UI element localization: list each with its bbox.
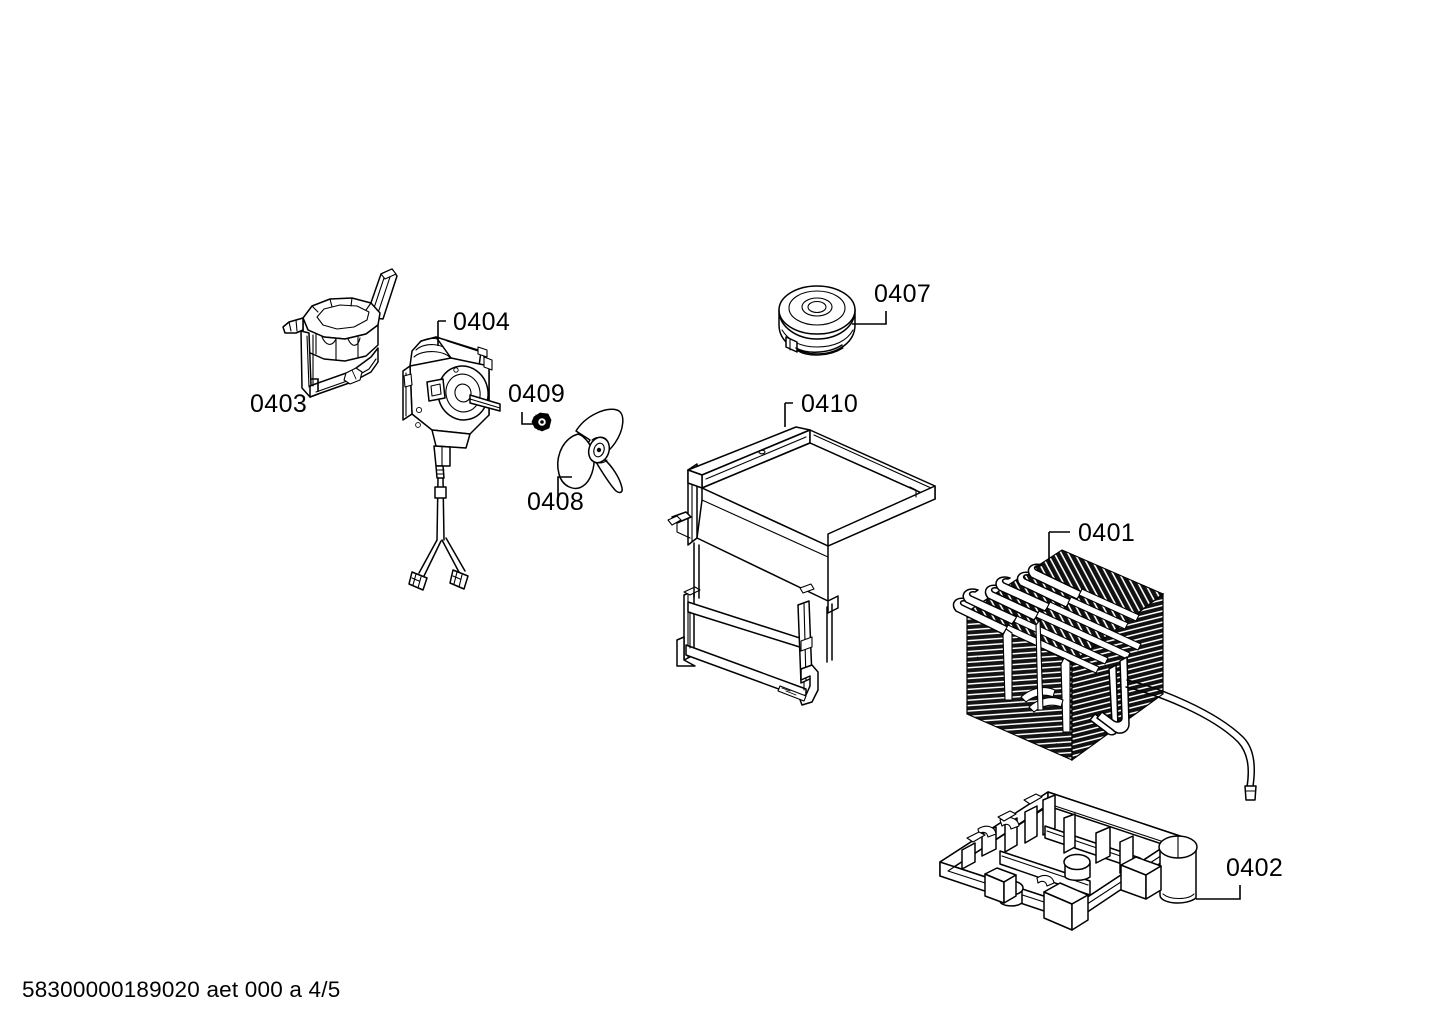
callout-0410-label: 0410 xyxy=(801,390,858,418)
callout-0401-leader xyxy=(1048,531,1070,566)
callout-0403-leader xyxy=(310,378,319,392)
part-0408-evaporator-fan-blade xyxy=(557,408,624,494)
callout-layer: 0403 0404 0409 0408 0407 0410 0401 0402 xyxy=(250,280,1283,900)
part-0410-evaporator-drip-tray xyxy=(667,426,936,706)
callout-0408-label: 0408 xyxy=(527,488,584,516)
callout-0409: 0409 xyxy=(508,380,565,425)
part-0403-fan-motor-mounting-bracket xyxy=(282,268,398,398)
callout-0407-label: 0407 xyxy=(874,280,931,308)
part-0402-base-drip-pan xyxy=(939,791,1198,931)
document-footer-code: 58300000189020 aet 000 a 4/5 xyxy=(22,977,341,1002)
callout-0403: 0403 xyxy=(250,378,319,418)
callout-0402-leader xyxy=(1196,885,1241,900)
callout-0403-label: 0403 xyxy=(250,390,307,418)
callout-0404-label: 0404 xyxy=(453,308,510,336)
part-0404-evaporator-fan-motor xyxy=(402,336,501,591)
callout-0408: 0408 xyxy=(527,476,584,516)
callout-0404: 0404 xyxy=(437,308,510,346)
callout-0402-label: 0402 xyxy=(1226,854,1283,882)
part-0409-fan-blade-retaining-nut xyxy=(531,412,552,432)
callout-0409-leader xyxy=(521,412,535,425)
callout-0410: 0410 xyxy=(784,390,858,427)
part-0407-drain-grommet xyxy=(778,285,856,356)
callout-0409-label: 0409 xyxy=(508,380,565,408)
callout-0401: 0401 xyxy=(1048,519,1135,566)
part-0401-evaporator-coil xyxy=(952,549,1257,801)
callout-0407: 0407 xyxy=(852,280,931,325)
callout-0404-leader xyxy=(437,320,446,346)
callout-0401-label: 0401 xyxy=(1078,519,1135,547)
callout-0402: 0402 xyxy=(1196,854,1283,900)
callout-0408-leader xyxy=(557,476,572,501)
callout-0410-leader xyxy=(784,402,793,427)
callout-0407-leader xyxy=(852,311,887,325)
